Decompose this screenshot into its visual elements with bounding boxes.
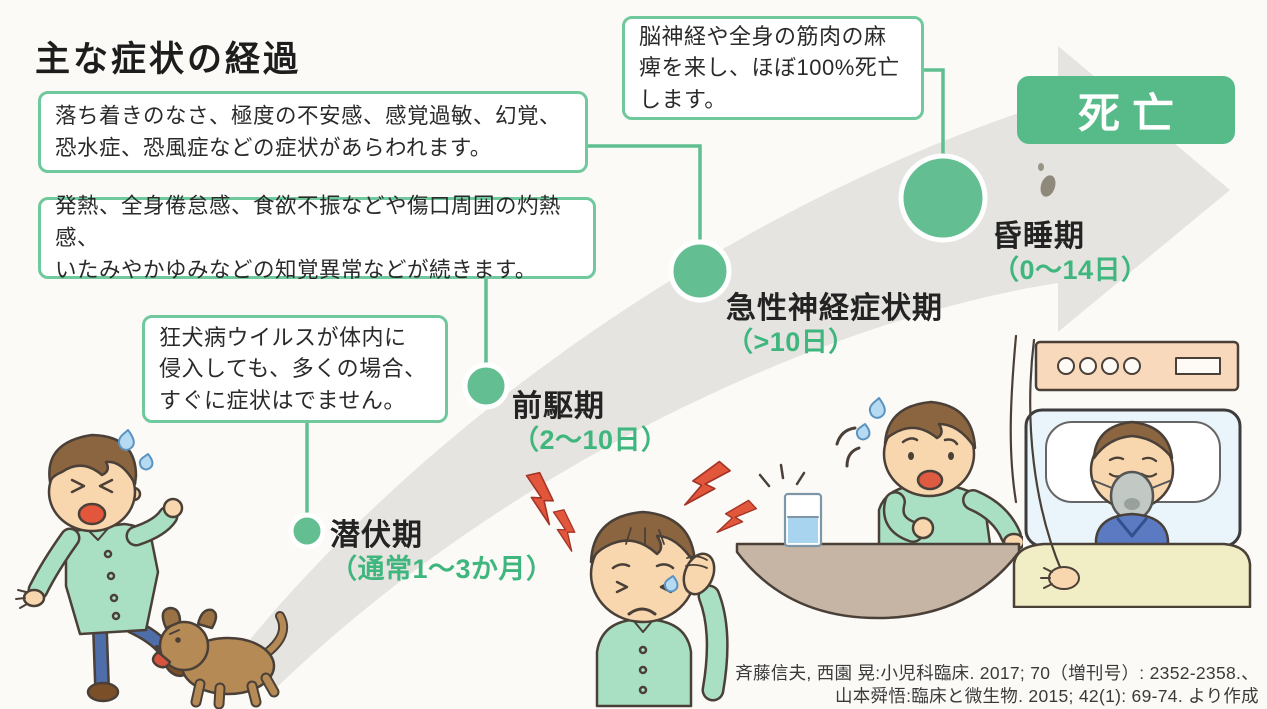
stage-name: 前駆期 — [512, 390, 605, 423]
stage-prodromal: 前駆期 （2～10日） — [512, 390, 669, 456]
stage-duration: （2～10日） — [512, 424, 669, 455]
connector-coma — [924, 68, 945, 160]
node-coma — [898, 153, 988, 243]
connector-acute — [584, 144, 702, 244]
stage-duration: （>10日） — [726, 326, 856, 357]
node-acute — [668, 239, 732, 303]
stage-incubation: 潜伏期 （通常1～3か月） — [330, 519, 554, 585]
node-incubation — [288, 512, 326, 550]
stage-name: 潜伏期 — [330, 519, 423, 552]
callout-acute-symptoms: 落ち着きのなさ、極度の不安感、感覚過敏、幻覚、 恐水症、恐風症などの症状があらわ… — [38, 91, 588, 173]
callout-incubation-note: 狂犬病ウイルスが体内に 侵入しても、多くの場合、 すぐに症状はでません。 — [142, 315, 448, 423]
citation-line-1: 斉藤信夫, 西園 晃:小児科臨床. 2017; 70（増刊号）: 2352-23… — [735, 663, 1259, 684]
death-badge: 死亡 — [1017, 76, 1235, 144]
stage-name: 急性神経症状期 — [726, 292, 943, 325]
scan-speck — [1040, 175, 1056, 197]
stage-duration: （通常1～3か月） — [330, 553, 554, 584]
page-title: 主な症状の経過 — [35, 40, 302, 80]
node-prodromal — [462, 362, 510, 410]
illustration-man-fearing-water-glass — [735, 397, 1023, 620]
callout-coma-outcome: 脳神経や全身の筋肉の麻 痺を来し、ほぼ100%死亡 します。 — [622, 16, 924, 120]
callout-prodromal-symptoms: 発熱、全身倦怠感、食欲不振などや傷口周囲の灼熱感、 いたみやかゆみなどの知覚異常… — [38, 194, 596, 282]
stage-name: 昏睡期 — [992, 220, 1085, 253]
illustration-man-with-headache — [525, 460, 758, 708]
stage-coma: 昏睡期 （0～14日） — [992, 220, 1149, 286]
scan-speck — [1038, 163, 1044, 171]
stage-duration: （0～14日） — [992, 254, 1149, 285]
citation: 斉藤信夫, 西園 晃:小児科臨床. 2017; 70（増刊号）: 2352-23… — [735, 662, 1259, 707]
illustration-man-bitten-by-dog — [15, 429, 288, 709]
stage-acute-neurologic: 急性神経症状期 （>10日） — [726, 292, 943, 358]
citation-line-2: 山本舜悟:臨床と微生物. 2015; 42(1): 69-74. より作成 — [834, 685, 1259, 706]
illustration-man-in-hospital-bed — [1009, 334, 1252, 608]
